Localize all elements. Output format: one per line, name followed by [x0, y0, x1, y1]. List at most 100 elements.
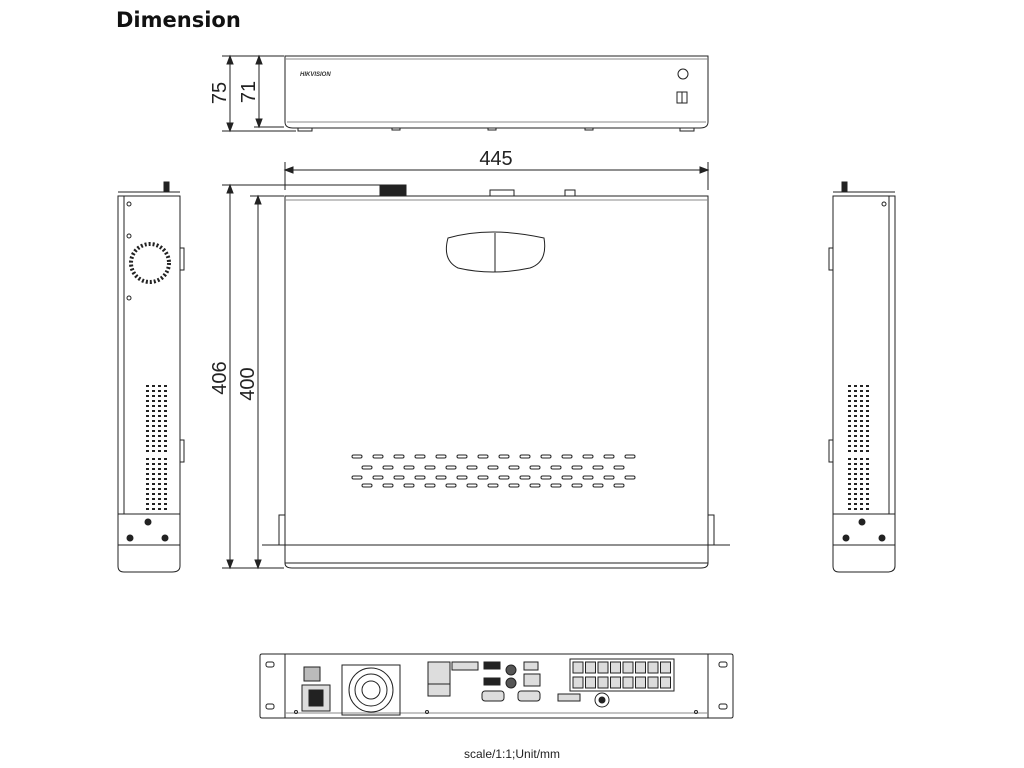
right-side-bracket-screw-1	[858, 518, 866, 526]
left-side-screw-lower	[126, 295, 132, 301]
side-vent-hole	[152, 390, 155, 392]
side-vent-hole	[854, 410, 857, 412]
side-vent-hole	[152, 498, 155, 500]
right-side-tab	[828, 247, 834, 271]
vent-slot	[582, 454, 594, 459]
side-vent-hole	[146, 468, 149, 470]
rear-rack-slot-left-bottom	[265, 703, 275, 710]
alarm-terminal-block	[427, 661, 451, 685]
vent-slot	[403, 483, 415, 488]
vent-slot	[613, 465, 625, 470]
vent-slot	[424, 483, 436, 488]
poe-port-icon	[585, 661, 596, 674]
side-vent-hole	[146, 445, 149, 447]
rs485-terminal-block	[427, 683, 451, 697]
left-side-bracket-screw-2	[126, 534, 134, 542]
side-vent-hole	[146, 425, 149, 427]
side-vent-hole	[158, 385, 161, 387]
top-body-outline	[284, 195, 709, 564]
side-vent-hole	[848, 473, 851, 475]
side-vent-hole	[854, 508, 857, 510]
vent-slot	[445, 483, 457, 488]
side-vent-hole	[848, 483, 851, 485]
side-vent-hole	[146, 395, 149, 397]
foot-center	[487, 127, 497, 131]
vent-slot	[624, 475, 636, 480]
side-vent-hole	[158, 478, 161, 480]
lan-port-icon	[523, 673, 541, 687]
vent-slot	[613, 483, 625, 488]
side-vent-hole	[866, 478, 869, 480]
side-vent-hole	[158, 458, 161, 460]
arrow-400-top	[254, 194, 262, 205]
side-vent-hole	[164, 463, 167, 465]
side-vent-hole	[866, 498, 869, 500]
side-vent-hole	[848, 488, 851, 490]
side-vent-hole	[866, 435, 869, 437]
side-vent-hole	[866, 385, 869, 387]
hdmi-port-2-icon	[483, 677, 501, 686]
side-vent-hole	[854, 390, 857, 392]
side-vent-hole	[866, 390, 869, 392]
right-side-bracket-screw-2	[842, 534, 850, 542]
arrow-400-bottom	[254, 559, 262, 570]
vent-slot	[487, 483, 499, 488]
audio-in-icon	[505, 664, 517, 676]
ground-terminal-inner	[598, 696, 606, 704]
vent-slot	[519, 475, 531, 480]
vent-slot	[487, 465, 499, 470]
left-side-tab	[179, 247, 185, 271]
rear-screw-3	[694, 710, 698, 714]
poe-port-icon	[572, 676, 584, 689]
side-vent-hole	[860, 473, 863, 475]
side-vent-hole	[848, 395, 851, 397]
side-vent-hole	[848, 430, 851, 432]
side-vent-hole	[866, 415, 869, 417]
rear-antenna-stub	[379, 184, 407, 196]
side-vent-hole	[152, 415, 155, 417]
vent-slot	[529, 483, 541, 488]
arrow-445-right	[699, 166, 710, 174]
side-vent-hole	[860, 390, 863, 392]
side-vent-hole	[158, 400, 161, 402]
side-vent-hole	[866, 458, 869, 460]
foot-left	[297, 127, 313, 132]
side-vent-hole	[854, 450, 857, 452]
vent-slot	[414, 475, 426, 480]
side-vent-hole	[158, 503, 161, 505]
side-vent-hole	[854, 405, 857, 407]
right-side-tab-2	[828, 439, 834, 463]
side-vent-hole	[158, 390, 161, 392]
side-vent-hole	[164, 468, 167, 470]
side-vent-hole	[146, 410, 149, 412]
side-vent-hole	[854, 473, 857, 475]
side-vent-hole	[146, 390, 149, 392]
side-vent-hole	[854, 468, 857, 470]
side-vent-hole	[152, 463, 155, 465]
side-vent-hole	[152, 468, 155, 470]
side-vent-hole	[866, 400, 869, 402]
dim-label-400: 400	[237, 367, 259, 400]
vent-slot	[445, 465, 457, 470]
side-vent-hole	[158, 425, 161, 427]
side-vent-hole	[146, 435, 149, 437]
side-vent-hole	[860, 445, 863, 447]
side-vent-hole	[152, 458, 155, 460]
side-vent-hole	[854, 425, 857, 427]
side-vent-hole	[866, 508, 869, 510]
brand-logo: HIKVISION	[300, 72, 331, 78]
side-vent-hole	[860, 503, 863, 505]
side-vent-hole	[854, 415, 857, 417]
rear-rack-ear-left	[259, 653, 286, 719]
side-vent-hole	[866, 420, 869, 422]
side-vent-hole	[860, 425, 863, 427]
rear-rack-slot-right-bottom	[718, 703, 728, 710]
side-vent-hole	[848, 478, 851, 480]
side-vent-hole	[860, 385, 863, 387]
poe-port-icon	[635, 676, 646, 689]
side-vent-hole	[146, 488, 149, 490]
side-vent-hole	[158, 435, 161, 437]
scale-note: scale/1:1;Unit/mm	[463, 747, 561, 761]
vent-slot	[361, 465, 373, 470]
